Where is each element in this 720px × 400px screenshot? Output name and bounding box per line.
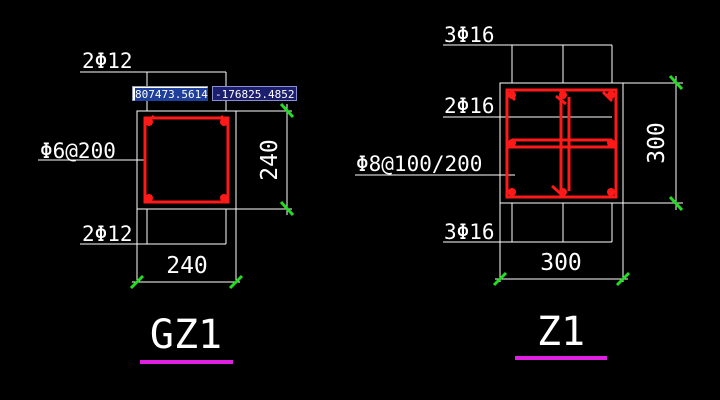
z1-rebar xyxy=(607,139,615,147)
z1-rebar xyxy=(508,91,516,99)
z1-rebar xyxy=(607,188,615,196)
z1-top-rebar-label: 3Φ16 xyxy=(444,23,495,47)
gz1-rebar xyxy=(220,118,228,126)
z1-dimension-tick xyxy=(492,271,508,287)
cursor-x-value: 807473.5614 xyxy=(135,88,208,101)
gz1-rebar xyxy=(220,194,228,202)
gz1-rebar xyxy=(145,194,153,202)
gz1-section: 2Φ12 Φ6@200 2Φ12 240 240 GZ1 xyxy=(38,49,295,364)
z1-dimension-tick xyxy=(668,74,684,91)
z1-bottom-rebar-label: 3Φ16 xyxy=(444,220,495,244)
z1-stirrup-hook xyxy=(555,94,567,106)
z1-side-rebar-label: 2Φ16 xyxy=(444,94,495,118)
gz1-stirrup xyxy=(143,116,230,204)
gz1-width-dimension-text: 240 xyxy=(166,253,208,279)
z1-section: 3Φ16 2Φ16 Φ8@100/200 3Φ16 300 300 Z1 xyxy=(355,23,684,360)
gz1-dimension-tick xyxy=(279,102,295,119)
gz1-stirrup-label: Φ6@200 xyxy=(40,139,116,163)
gz1-dimension-tick xyxy=(279,200,295,217)
z1-dimension-tick xyxy=(668,195,684,212)
gz1-dimension-tick xyxy=(129,274,145,290)
gz1-rebar xyxy=(145,118,153,126)
gz1-bottom-rebar-label: 2Φ12 xyxy=(82,222,133,246)
gz1-height-dimension-text: 240 xyxy=(257,139,283,181)
z1-title: Z1 xyxy=(537,309,585,355)
gz1-top-rebar-label: 2Φ12 xyxy=(82,49,133,73)
z1-rebar xyxy=(508,188,516,196)
z1-rebar xyxy=(607,91,615,99)
gz1-title: GZ1 xyxy=(150,312,222,358)
z1-rebar xyxy=(559,91,567,99)
z1-rebar xyxy=(559,188,567,196)
z1-height-dimension-text: 300 xyxy=(644,122,670,164)
gz1-dimension-tick xyxy=(228,274,244,290)
z1-dimension-tick xyxy=(615,271,631,287)
z1-stirrup-label: Φ8@100/200 xyxy=(356,152,482,176)
gz1-concrete-outline xyxy=(136,110,237,210)
cursor-x-coordinate-input[interactable]: 807473.5614 xyxy=(132,86,208,101)
z1-width-dimension-text: 300 xyxy=(540,250,582,276)
z1-rebar xyxy=(508,139,516,147)
cursor-y-coordinate-input[interactable]: -176825.4852 xyxy=(212,86,297,101)
z1-concrete-outline xyxy=(499,82,624,204)
